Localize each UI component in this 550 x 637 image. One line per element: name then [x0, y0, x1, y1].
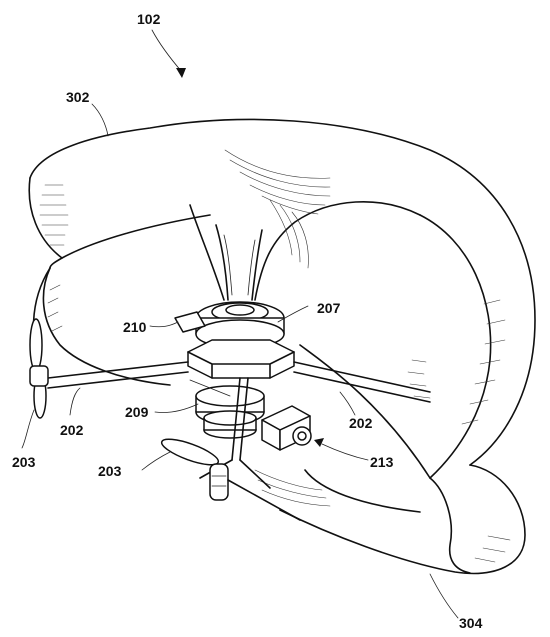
label-hub-top: 207 [317, 300, 341, 316]
label-assembly: 102 [137, 11, 161, 27]
label-hub-side: 210 [123, 319, 147, 335]
label-upper-shell: 302 [66, 89, 90, 105]
arms [47, 361, 431, 403]
arrow-icon [314, 438, 324, 447]
shading [39, 149, 511, 563]
leader-lines [21, 29, 459, 619]
central-column [215, 224, 263, 301]
hub [174, 301, 295, 461]
upper-shell [28, 118, 536, 479]
label-arm-right: 202 [349, 415, 373, 431]
left-rotor [29, 318, 49, 419]
label-rotor-left: 203 [12, 454, 36, 470]
camera [261, 405, 312, 451]
label-camera: 213 [370, 454, 394, 470]
label-lower-shell: 304 [459, 615, 483, 631]
label-arm-left: 202 [60, 422, 84, 438]
lower-rotor [160, 438, 301, 521]
label-rotor-lower: 203 [98, 463, 122, 479]
label-hub-lower: 209 [125, 404, 149, 420]
arrow-icon [176, 68, 186, 78]
